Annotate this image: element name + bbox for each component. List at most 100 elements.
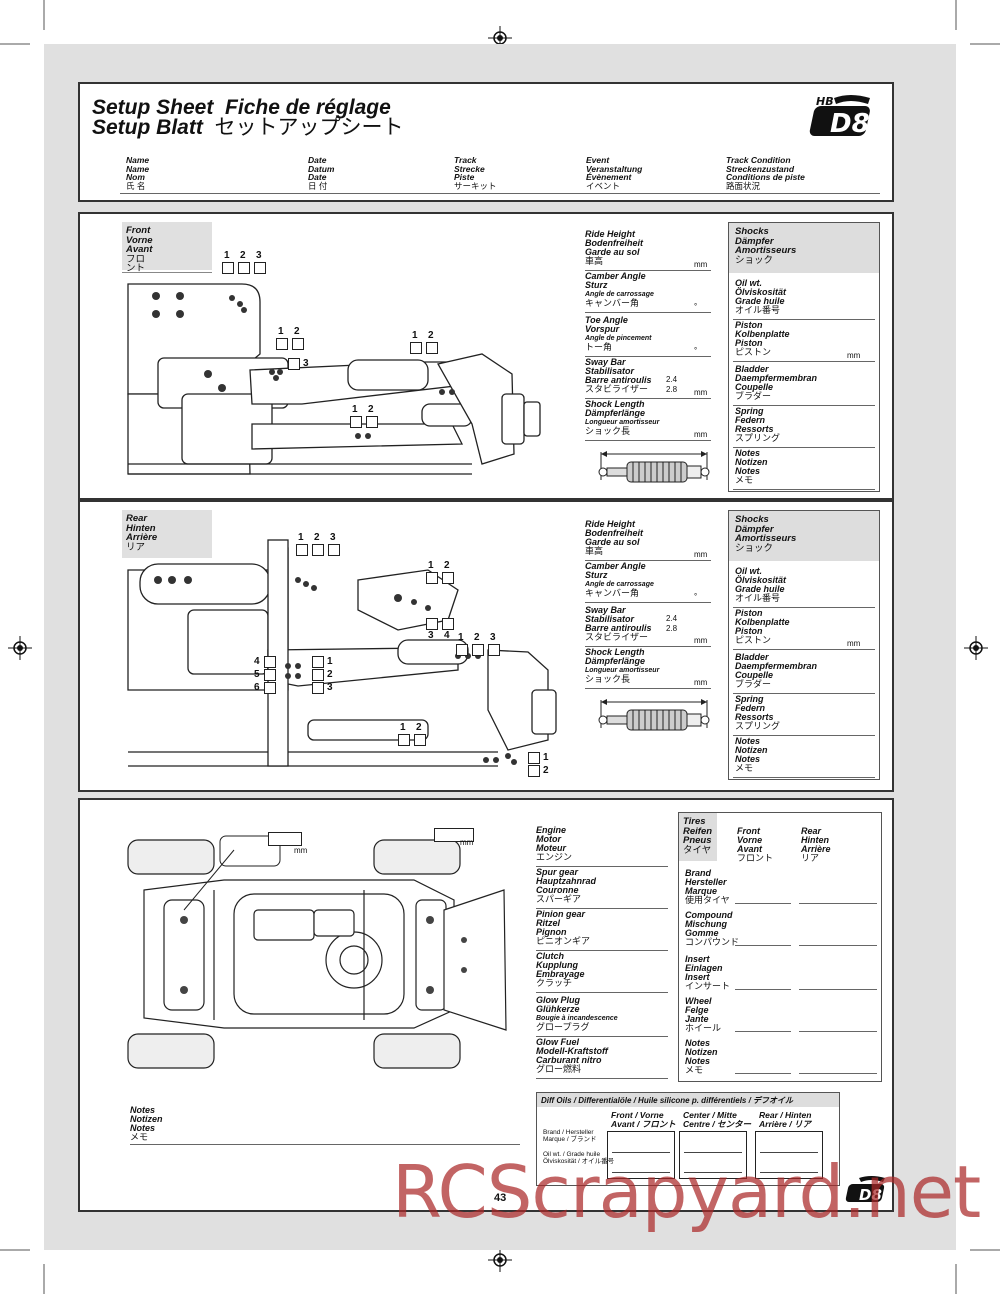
chassis-mm-box-1[interactable] — [268, 832, 302, 846]
front-shocks-row-0-line: Ölviskosität — [735, 287, 787, 297]
diff-row-label-line: Ölviskosität / オイル番号 — [543, 1158, 615, 1165]
rear-hub-callout-checkbox[interactable] — [442, 572, 454, 584]
rear-right-callout-checkbox[interactable] — [528, 765, 540, 777]
front-upper-inner-callout-checkbox[interactable] — [276, 338, 288, 350]
front-shocks-row-3-line: スプリング — [735, 433, 781, 443]
tires-row-3-line: ホイール — [685, 1023, 722, 1033]
front-upper-inner-3-callout-checkbox[interactable] — [288, 358, 300, 370]
rear-shocks-row-1-line: ピストン — [735, 635, 772, 645]
rear-lower-callout-checkbox[interactable] — [414, 734, 426, 746]
rear-inner-right-callout-checkbox[interactable] — [312, 682, 324, 694]
tires-row-2-line: Insert — [685, 972, 710, 982]
front-upper-inner-callout-number: 1 — [278, 326, 284, 337]
front-upper-outer-callout-checkbox[interactable] — [426, 342, 438, 354]
rear-label-text-line: リア — [126, 541, 146, 553]
svg-text:D8: D8 — [859, 1186, 882, 1204]
front-tower-callout-checkbox[interactable] — [238, 262, 250, 274]
front-tower-callout-checkbox[interactable] — [222, 262, 234, 274]
front-tower-callout-checkbox[interactable] — [254, 262, 266, 274]
front-shocks-row-3-line: Ressorts — [735, 424, 774, 434]
front-label-underline — [122, 272, 212, 273]
rear-inner-left-callout-checkbox[interactable] — [264, 682, 276, 694]
rear-hub-lower-callout-number: 4 — [444, 630, 450, 641]
tires-row-2-line: Insert — [685, 954, 710, 964]
tires-row-3-line: Jante — [685, 1014, 709, 1024]
header-field-4-line: Conditions de piste — [726, 172, 805, 182]
rear-setting-line-2 — [585, 646, 711, 647]
watermark-text: RCScrapyard.net — [392, 1150, 981, 1234]
logo-brand-text: HB — [816, 95, 834, 108]
tires-title-line: Tires — [683, 816, 706, 827]
front-suspension-diagram — [127, 283, 541, 475]
diff-oils-box: Diff Oils / Differentialöle / Huile sili… — [536, 1092, 840, 1186]
front-setting-unit-0: mm — [694, 260, 708, 269]
front-lower-callout-checkbox[interactable] — [366, 416, 378, 428]
front-setting-0-line: Garde au sol — [585, 247, 640, 257]
rear-tower-callout-checkbox[interactable] — [312, 544, 324, 556]
tires-front-line-2 — [735, 989, 791, 990]
tires-rear-head-line: Hinten — [801, 835, 829, 845]
rear-right-callout-checkbox[interactable] — [528, 752, 540, 764]
rear-shocks-line-0 — [733, 607, 875, 608]
rear-inner-left-callout-checkbox[interactable] — [264, 656, 276, 668]
rear-inner-right-callout-checkbox[interactable] — [312, 656, 324, 668]
rear-shocks-row-4-line: メモ — [735, 763, 754, 773]
header-field-1-line: Datum — [308, 163, 335, 174]
engine-row-2-line: Pinion gear — [536, 909, 586, 919]
rear-setting-2-line: Stabilisator — [585, 614, 635, 624]
rear-inner-right-callout-number: 3 — [327, 682, 333, 693]
rear-upper-outer-callout-checkbox[interactable] — [488, 644, 500, 656]
rear-hub-callout-number: 2 — [444, 560, 450, 571]
diff-column-input-0[interactable] — [607, 1131, 675, 1179]
header-field-2-line: Piste — [454, 172, 475, 182]
chassis-notes-text-line: Notes — [130, 1123, 156, 1133]
rear-upper-outer-callout-checkbox[interactable] — [456, 644, 468, 656]
front-upper-inner-callout-number: 2 — [294, 326, 300, 337]
rear-hub-callout-checkbox[interactable] — [426, 572, 438, 584]
rear-lower-callout-checkbox[interactable] — [398, 734, 410, 746]
rear-setting-1-line: Sturz — [585, 570, 608, 580]
diff-column-input-2[interactable] — [755, 1131, 823, 1179]
front-upper-outer-callout-number: 1 — [412, 330, 418, 341]
rear-upper-outer-callout-checkbox[interactable] — [472, 644, 484, 656]
chassis-mm-box-2[interactable] — [434, 828, 474, 842]
rear-hub-lower-callout-checkbox[interactable] — [426, 618, 438, 630]
front-shocks-row-2-line: ブラダー — [735, 391, 772, 401]
rear-inner-right-callout-checkbox[interactable] — [312, 669, 324, 681]
header-field-4-line: 路面状況 — [726, 180, 761, 191]
rear-hub-lower-callout-checkbox[interactable] — [442, 618, 454, 630]
front-upper-inner-callout-checkbox[interactable] — [292, 338, 304, 350]
rear-shocks-row-4-line: Notizen — [735, 745, 768, 755]
svg-text:D8: D8 — [830, 109, 870, 139]
front-shocks-row-0-line: オイル番号 — [735, 305, 781, 315]
diff-column-input-1[interactable] — [679, 1131, 747, 1179]
front-shocks-row-4-line: メモ — [735, 475, 754, 485]
rear-shocks-row-2-line: Coupelle — [735, 670, 774, 680]
engine-row-0-line: エンジン — [536, 852, 573, 862]
header-field-3-line: イベント — [586, 180, 621, 191]
rear-tower-callout-checkbox[interactable] — [296, 544, 308, 556]
front-setting-line-1 — [585, 312, 711, 313]
rear-inner-left-callout-checkbox[interactable] — [264, 669, 276, 681]
front-lower-callout-checkbox[interactable] — [350, 416, 362, 428]
engine-row-line-2 — [536, 950, 668, 951]
front-lower-callout-number: 2 — [368, 404, 374, 415]
rear-shocks-line-4 — [733, 777, 875, 778]
rear-tower-callout-checkbox[interactable] — [328, 544, 340, 556]
front-upper-outer-callout-checkbox[interactable] — [410, 342, 422, 354]
header-field-0-line: Nom — [126, 172, 145, 182]
tires-front-head-line: Front — [737, 826, 760, 836]
tires-front-head-line: フロント — [737, 853, 774, 863]
tires-row-0-line: 使用タイヤ — [685, 895, 730, 905]
engine-row-4-line: Glow Plug — [536, 995, 580, 1005]
rear-setting-unit-2: mm — [694, 636, 708, 645]
hb-d8-logo: D8 HB — [809, 92, 886, 139]
rear-setting-1-line: Camber Angle — [585, 561, 646, 571]
front-setting-1-line: Angle de carrossage — [585, 291, 654, 298]
